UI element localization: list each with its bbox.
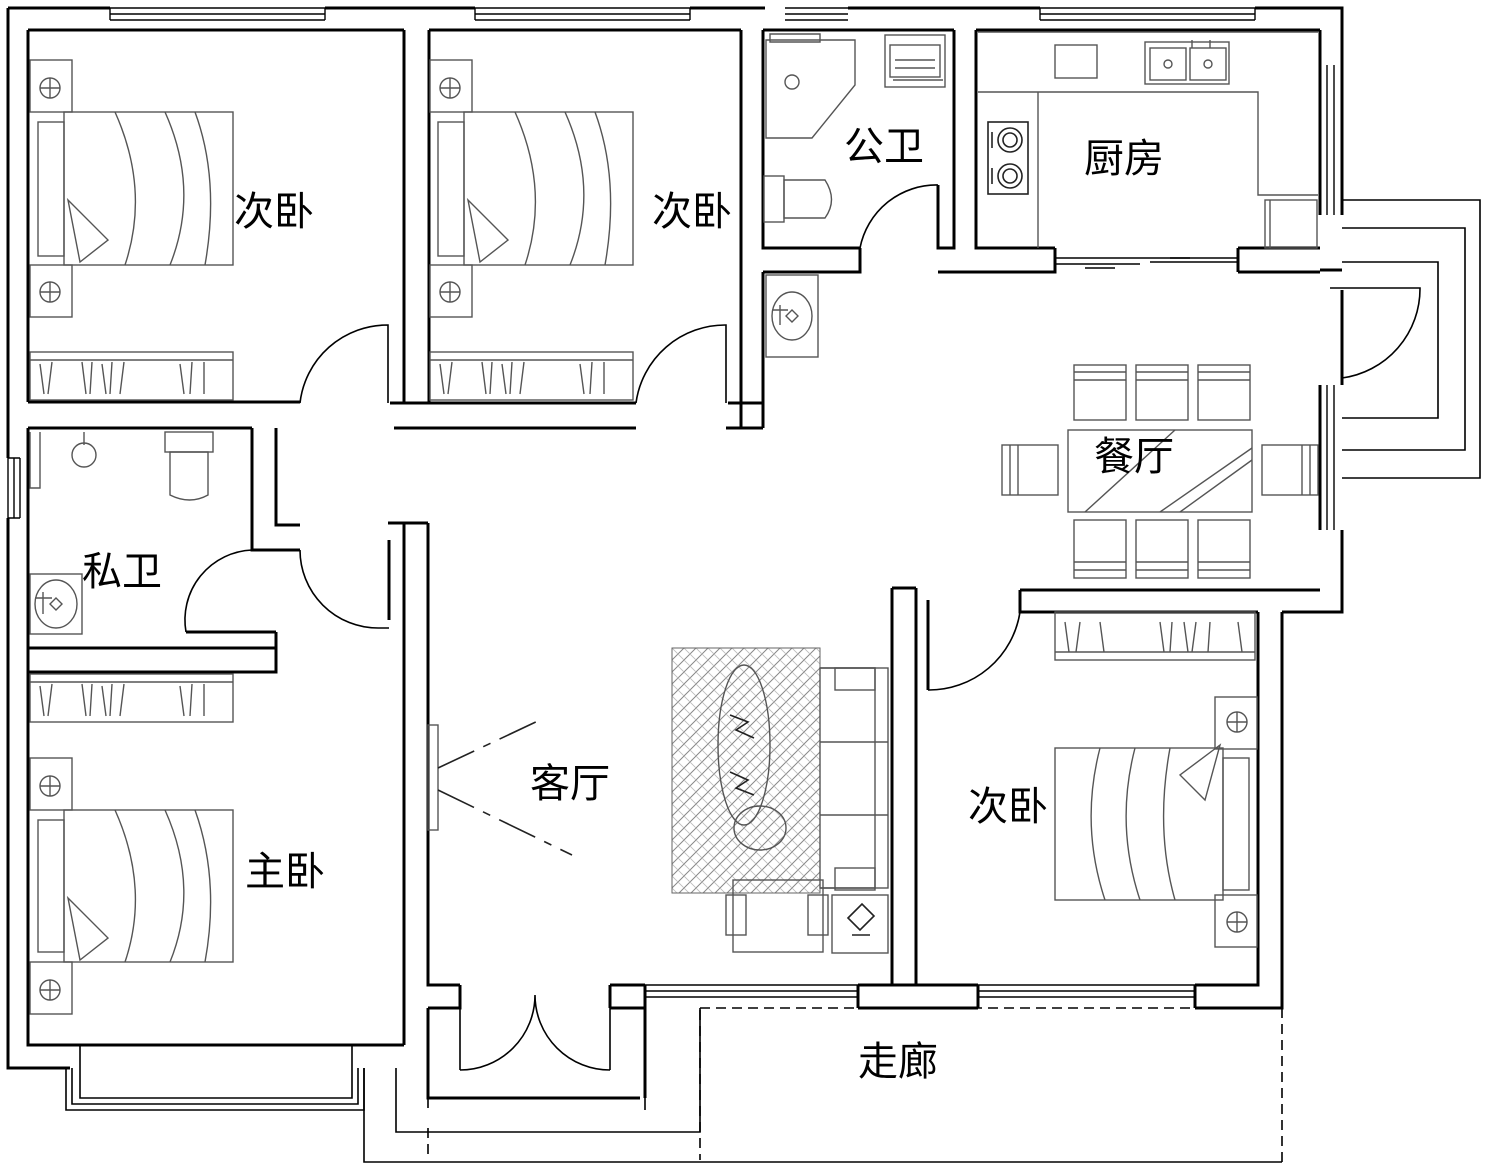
private-bathroom-fixtures [29, 431, 214, 635]
dining-room-furniture [1001, 364, 1319, 579]
label-living-room: 客厅 [530, 761, 610, 807]
living-room-furniture [427, 647, 889, 954]
exterior-walls [6, 6, 1344, 1070]
label-corridor: 走廊 [858, 1039, 938, 1085]
label-bedroom-bottom-right: 次卧 [968, 784, 1048, 830]
public-bathroom-fixtures [763, 33, 946, 358]
dining-chairs-bottom [1073, 519, 1251, 579]
dining-chairs-top [1073, 364, 1251, 421]
label-kitchen: 厨房 [1084, 136, 1164, 182]
label-private-bathroom: 私卫 [82, 549, 162, 595]
doors [184, 184, 1421, 1071]
room-labels: 次卧 次卧 公卫 厨房 餐厅 私卫 客厅 主卧 次卧 走廊 [82, 124, 1174, 1085]
master-bedroom-furniture [29, 673, 234, 1015]
label-bedroom-top-left: 次卧 [234, 189, 314, 235]
label-bedroom-top-middle: 次卧 [652, 189, 732, 235]
bedroom-top-middle-furniture [429, 59, 634, 401]
bedroom-bottom-right-furniture [1054, 611, 1258, 948]
interior-walls [28, 30, 1320, 1100]
kitchen-fixtures [978, 31, 1318, 249]
label-public-bathroom: 公卫 [844, 124, 924, 170]
label-dining-room: 餐厅 [1094, 434, 1174, 480]
label-master-bedroom: 主卧 [245, 849, 325, 895]
bedroom-top-left-furniture [29, 59, 234, 401]
balconies [65, 199, 1481, 1163]
